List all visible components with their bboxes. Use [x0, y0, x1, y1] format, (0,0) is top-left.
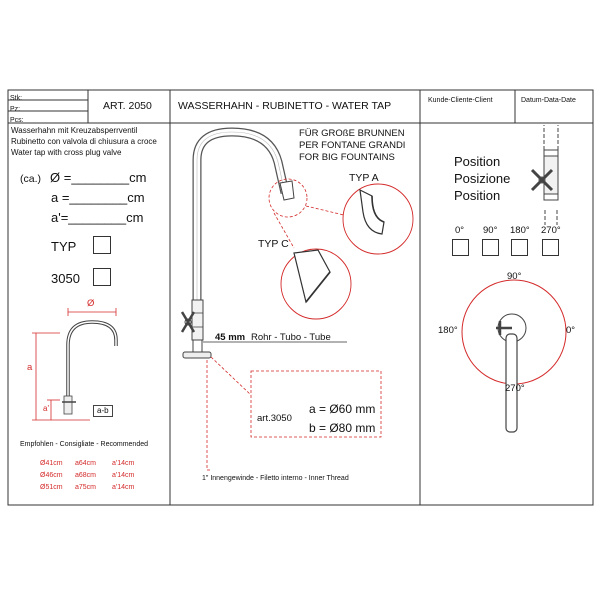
diameter-field[interactable]: Ø =________cm [50, 170, 147, 185]
angle-label-90: 90° [483, 225, 498, 236]
fountain-note: FOR BIG FOUNTAINS [299, 152, 395, 163]
dial-bottom-label: 270° [505, 383, 525, 394]
rec-d: Ø51cm [40, 484, 63, 491]
b-value: b = Ø80 mm [309, 421, 376, 435]
art-code: art.3050 [257, 413, 292, 424]
main-tap-drawing [180, 127, 414, 471]
description-line: Rubinetto con valvola di chiusura a croc… [11, 137, 157, 146]
rec-d: Ø41cm [40, 460, 63, 467]
rec-a: a64cm [75, 460, 97, 467]
model-checkbox[interactable] [93, 268, 111, 286]
rec-d: Ø46cm [40, 472, 63, 479]
rotation-dial [461, 279, 567, 433]
small-tap-drawing [32, 308, 118, 421]
angle-checkbox-180[interactable] [511, 239, 528, 256]
rec-a-prime: a'14cm [112, 484, 135, 491]
page-title: WASSERHAHN - RUBINETTO - WATER TAP [178, 100, 392, 112]
angle-label-270: 270° [541, 225, 561, 236]
typ-a-label: TYP A [349, 172, 379, 184]
angle-checkbox-270[interactable] [542, 239, 559, 256]
tube-label: Rohr - Tubo - Tube [251, 332, 331, 343]
position-label: Posizione [454, 171, 511, 186]
angle-label-0: 0° [455, 225, 465, 236]
rec-a: a68cm [75, 472, 97, 479]
angle-label-180: 180° [510, 225, 530, 236]
rec-a-prime: a'14cm [112, 472, 135, 479]
position-icon-drawing [530, 125, 559, 225]
date-field[interactable]: Datum-Data-Date [521, 97, 576, 104]
angle-checkbox-90[interactable] [482, 239, 499, 256]
typ-c-label: TYP C [258, 238, 289, 250]
position-label: Position [454, 154, 501, 169]
fountain-note: FÜR GROßE BRUNNEN [299, 128, 405, 139]
tube-size: 45 mm [215, 332, 246, 343]
a-dim-label: a [27, 362, 33, 373]
pcs-label: Pcs: [10, 117, 24, 124]
description-line: Wasserhahn mit Kreuzabsperrventil [11, 126, 138, 135]
article-number: ART. 2050 [103, 100, 152, 112]
a-prime-dim-label: a' [43, 404, 49, 413]
a-value: a = Ø60 mm [309, 402, 376, 416]
stk-label: Stk: [10, 95, 23, 102]
rec-a-prime: a'14cm [112, 460, 135, 467]
model-label: 3050 [51, 271, 80, 286]
description-line: Water tap with cross plug valve [11, 148, 122, 157]
pz-label: Pz: [10, 106, 21, 113]
client-field[interactable]: Kunde-Cliente-Client [428, 97, 493, 104]
typ-label: TYP [51, 239, 77, 254]
rec-a: a75cm [75, 484, 97, 491]
dial-right-label: 0° [566, 325, 576, 336]
a-field[interactable]: a =________cm [51, 190, 145, 205]
thread-note: 1" Innengewinde - Filetto interno - Inne… [202, 475, 349, 482]
recommended-heading: Empfohlen - Consigliate - Recommended [20, 441, 149, 448]
ca-label: (ca.) [20, 173, 41, 185]
a-prime-field[interactable]: a'=________cm [51, 210, 144, 225]
angle-checkbox-0[interactable] [452, 239, 469, 256]
position-label: Position [454, 188, 501, 203]
dial-top-label: 90° [507, 271, 522, 282]
diameter-dim-label: Ø [87, 298, 95, 309]
dial-left-label: 180° [438, 325, 458, 336]
typ-checkbox[interactable] [93, 236, 111, 254]
fountain-note: PER FONTANE GRANDI [299, 140, 406, 151]
ab-dim-label: a-b [93, 405, 113, 417]
